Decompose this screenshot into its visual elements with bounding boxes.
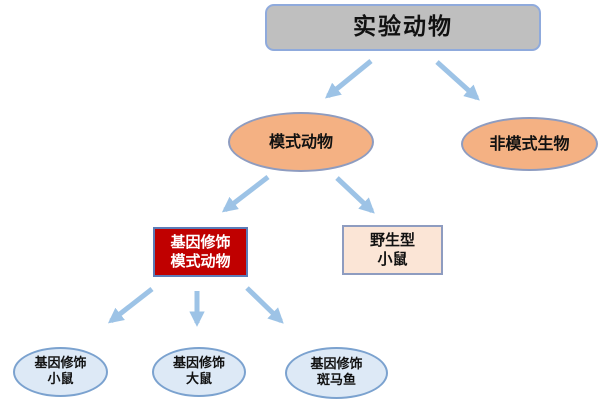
edge-gm-model-to-gm-mouse [107,287,154,324]
node-genetically-modified-model-animals: 基因修饰 模式动物 [153,227,248,277]
edge-root-to-nonmodel [435,60,480,101]
node-genetically-modified-zebrafish: 基因修饰 斑马鱼 [285,347,388,399]
edge-gm-model-to-gm-zebrafish [245,286,284,324]
edge-model-to-gm-model [221,175,270,213]
node-model-animals: 模式动物 [228,112,374,172]
edge-model-to-wild-mouse [335,176,375,214]
edge-root-to-model [324,59,373,99]
node-genetically-modified-rat: 基因修饰 大鼠 [152,347,246,397]
node-wild-type-mouse: 野生型 小鼠 [342,225,443,275]
node-experimental-animals: 实验动物 [265,4,541,51]
node-non-model-organisms: 非模式生物 [461,117,598,171]
node-genetically-modified-mouse: 基因修饰 小鼠 [13,347,108,397]
